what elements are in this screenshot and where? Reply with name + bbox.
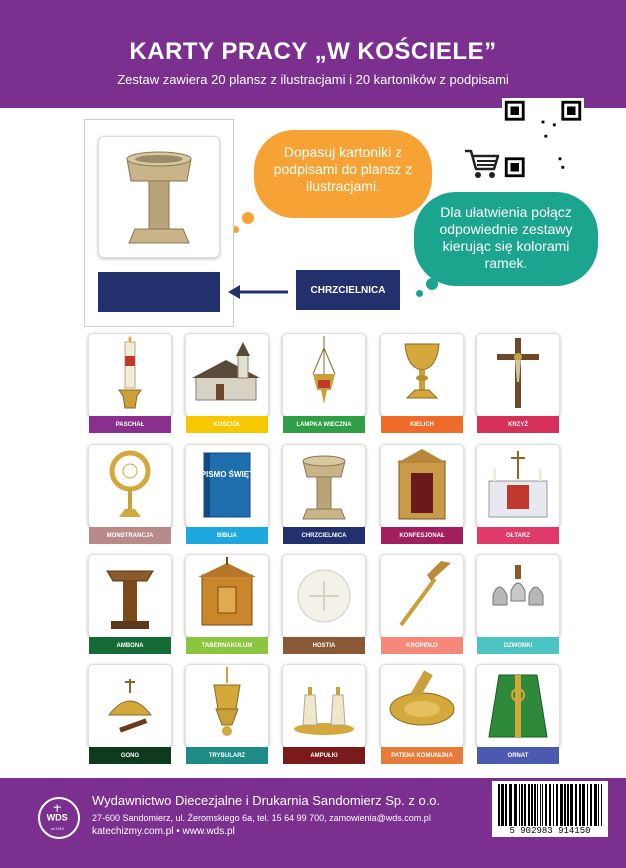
qr-code[interactable] xyxy=(502,98,584,180)
caption-label[interactable]: HOSTIA xyxy=(283,637,365,654)
caption-label[interactable]: CHRZCIELNICA xyxy=(283,527,365,544)
bells-icon xyxy=(492,565,544,606)
picture-card[interactable] xyxy=(185,664,269,748)
paschal-candle-icon xyxy=(118,336,142,409)
picture-card[interactable] xyxy=(88,444,172,528)
svg-text:od 1919: od 1919 xyxy=(51,827,64,831)
picture-card[interactable] xyxy=(380,664,464,748)
picture-card[interactable] xyxy=(476,554,560,638)
picture-card[interactable] xyxy=(282,333,366,417)
caption-label[interactable]: KRZYŻ xyxy=(477,416,559,433)
example-label-card[interactable]: CHRZCIELNICA xyxy=(296,270,400,310)
caption-label[interactable]: MONSTRANCJA xyxy=(89,527,171,544)
publisher-websites[interactable]: katechizmy.com.pl • www.wds.pl xyxy=(92,826,235,837)
bubble-dot xyxy=(232,226,239,233)
page-subtitle: Zestaw zawiera 20 plansz z ilustracjami … xyxy=(117,72,509,87)
caption-label[interactable]: BIBLIA xyxy=(186,527,268,544)
page-title: KARTY PRACY „W KOŚCIELE” xyxy=(129,38,497,65)
baptismal-font-icon xyxy=(126,151,192,244)
picture-card[interactable] xyxy=(282,664,366,748)
picture-card[interactable] xyxy=(476,333,560,417)
caption-label[interactable]: AMBONA xyxy=(89,637,171,654)
barcode-number: 5 902983 914150 xyxy=(509,826,591,836)
crucifix-icon xyxy=(497,338,539,408)
shopping-cart-icon[interactable] xyxy=(462,143,502,183)
picture-card[interactable] xyxy=(476,444,560,528)
bubble-dot xyxy=(242,212,254,224)
speech-bubble-teal: Dla ułatwienia połącz odpowiednie zestaw… xyxy=(414,192,598,286)
arrow-left-icon xyxy=(228,285,288,299)
svg-text:WDS: WDS xyxy=(47,813,68,823)
caption-label[interactable]: PATENA KOMUNIJNA xyxy=(381,747,463,764)
picture-card[interactable] xyxy=(282,554,366,638)
chalice-icon xyxy=(404,343,440,399)
ambo-icon xyxy=(106,570,154,629)
header-banner: KARTY PRACY „W KOŚCIELE” Zestaw zawiera … xyxy=(0,0,626,108)
caption-label[interactable]: KIELICH xyxy=(381,416,463,433)
caption-label[interactable]: DZWONKI xyxy=(477,637,559,654)
paten-icon xyxy=(389,670,455,726)
gong-icon xyxy=(107,679,153,733)
bubble-dot xyxy=(416,290,423,297)
tabernacle-icon xyxy=(198,557,256,626)
speech-bubble-orange: Dopasuj kartoniki z podpisami do plansz … xyxy=(254,130,432,218)
barcode xyxy=(492,781,608,837)
confessional-icon xyxy=(397,449,447,520)
picture-card[interactable]: PISMO ŚWIĘTE xyxy=(185,444,269,528)
caption-label[interactable]: OŁTARZ xyxy=(477,527,559,544)
chasuble-icon xyxy=(488,674,548,738)
host-icon xyxy=(297,569,351,623)
picture-card[interactable] xyxy=(88,554,172,638)
cruets-icon xyxy=(294,687,354,735)
caption-label[interactable]: KONFESJONAŁ xyxy=(381,527,463,544)
picture-card[interactable] xyxy=(380,554,464,638)
bubble-dot xyxy=(426,278,438,290)
sanctuary-lamp-icon xyxy=(312,336,336,404)
svg-text:PISMO ŚWIĘTE: PISMO ŚWIĘTE xyxy=(201,470,260,479)
baptismal-font-icon xyxy=(302,455,346,520)
caption-label[interactable]: PASCHAŁ xyxy=(89,416,171,433)
empty-label-slot[interactable] xyxy=(98,272,220,312)
thurible-icon xyxy=(213,667,241,736)
caption-label[interactable]: LAMPKA WIECZNA xyxy=(283,416,365,433)
picture-card[interactable] xyxy=(380,444,464,528)
publisher-name: Wydawnictwo Diecezjalne i Drukarnia Sand… xyxy=(92,793,441,808)
monstrance-icon xyxy=(109,450,151,517)
caption-label[interactable]: KROPIDŁO xyxy=(381,637,463,654)
aspergillum-icon xyxy=(399,561,451,627)
caption-label[interactable]: TABERNAKULUM xyxy=(186,637,268,654)
altar-icon xyxy=(488,451,548,518)
picture-card[interactable] xyxy=(88,333,172,417)
picture-card[interactable] xyxy=(185,333,269,417)
caption-label[interactable]: ORNAT xyxy=(477,747,559,764)
picture-card[interactable] xyxy=(380,333,464,417)
publisher-address: 27-600 Sandomierz, ul. Żeromskiego 6a, t… xyxy=(92,813,431,823)
picture-card[interactable] xyxy=(185,554,269,638)
example-card xyxy=(84,119,234,327)
caption-label[interactable]: GONG xyxy=(89,747,171,764)
picture-card[interactable] xyxy=(88,664,172,748)
church-icon xyxy=(192,342,260,401)
caption-label[interactable]: AMPUŁKI xyxy=(283,747,365,764)
wds-logo: WDS od 1919 xyxy=(38,797,80,839)
caption-label[interactable]: KOŚCIÓŁ xyxy=(186,416,268,433)
picture-card[interactable] xyxy=(476,664,560,748)
caption-label[interactable]: TRYBULARZ xyxy=(186,747,268,764)
example-picture xyxy=(98,136,220,258)
bible-icon: PISMO ŚWIĘTE xyxy=(201,452,260,518)
picture-card[interactable] xyxy=(282,444,366,528)
